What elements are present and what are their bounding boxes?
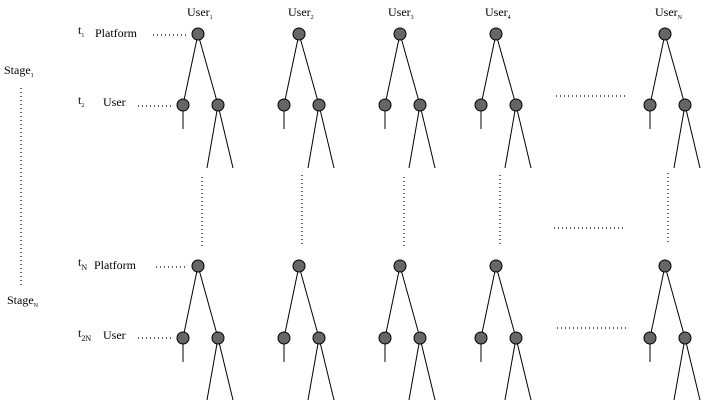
role-label-platform-n: Platform: [94, 258, 137, 272]
tree-s1-u4-user-node-left: [474, 98, 488, 112]
tree-sn-un-edge-left: [649, 265, 666, 339]
role-label-user-n: User: [103, 328, 126, 342]
tree-sn-un-edge-right: [664, 265, 686, 339]
tree-sn-u2-user-node-right: [312, 331, 326, 345]
tree-sn-un-edge-child-right: [684, 337, 701, 401]
tree-sn-un-user-node-left: [643, 331, 657, 345]
tree-s1-u2-user-node-left: [277, 98, 291, 112]
tree-s1-un-user-node-left: [643, 98, 657, 112]
tree-sn-u1-edge-child-left: [206, 337, 219, 401]
tree-s1-u3-user-node-right: [413, 98, 427, 112]
user-header-3: User3: [388, 5, 414, 21]
tree-s1-u3-edge-child-left: [408, 104, 421, 169]
user-header-2: User2: [288, 5, 314, 21]
tree-s1-un-platform-node: [658, 27, 672, 41]
tree-sn-u2-edge-left: [283, 265, 300, 339]
tree-s1-u1-edge-child-left: [206, 104, 219, 169]
tree-sn-u3-edge-child-right: [419, 337, 436, 401]
tree-sn-u2-user-node-left: [277, 331, 291, 345]
tree-sn-u4-platform-node: [489, 259, 503, 273]
tree-s1-un-edge-left: [649, 33, 666, 106]
tree-sn-u3-user-node-right: [413, 331, 427, 345]
time-label-t2: t2: [78, 93, 84, 109]
tree-s1-u3-user-node-left: [378, 98, 392, 112]
tree-sn-un-user-node-right: [678, 331, 692, 345]
tree-s1-u4-edge-child-left: [504, 104, 517, 169]
tree-s1-u3-edge-right: [399, 33, 421, 106]
tree-s1-un-edge-right: [664, 33, 686, 106]
tree-s1-un-edge-child-right: [684, 104, 701, 169]
tree-s1-u4-platform-node: [489, 27, 503, 41]
trees-layer: [176, 27, 701, 401]
tree-s1-un-edge-child-left: [673, 104, 686, 169]
tree-s1-u4-edge-right: [495, 33, 517, 106]
time-label-t2n: t2N: [78, 326, 91, 343]
tree-sn-u4-user-node-left: [474, 331, 488, 345]
tree-sn-u3-user-node-left: [378, 331, 392, 345]
tree-s1-u1-edge-child-right: [217, 104, 234, 169]
role-label-platform-1: Platform: [95, 26, 138, 40]
tree-sn-u1-user-node-right: [211, 331, 225, 345]
tree-sn-u3-edge-right: [399, 265, 421, 339]
tree-sn-u1-edge-right: [197, 265, 219, 339]
tree-sn-u4-edge-child-left: [504, 337, 517, 401]
tree-sn-u3-edge-left: [384, 265, 401, 339]
tree-s1-u1-user-node-left: [176, 98, 190, 112]
tree-sn-un-platform-node: [658, 259, 672, 273]
tree-sn-u4-edge-left: [480, 265, 497, 339]
tree-s1-u4-edge-left: [480, 33, 497, 106]
tree-sn-un-edge-child-left: [673, 337, 686, 401]
tree-sn-u4-edge-child-right: [515, 337, 532, 401]
tree-sn-u2-platform-node: [292, 259, 306, 273]
tree-sn-u1-edge-child-right: [217, 337, 234, 401]
tree-sn-u3-platform-node: [393, 259, 407, 273]
user-header-n: UserN: [655, 5, 683, 21]
user-header-4: User4: [485, 5, 511, 21]
tree-s1-u2-edge-child-right: [318, 104, 335, 169]
tree-s1-u4-edge-child-right: [515, 104, 532, 169]
tree-sn-u2-edge-right: [298, 265, 320, 339]
tree-s1-u2-edge-child-left: [307, 104, 320, 169]
tree-sn-u1-edge-left: [182, 265, 199, 339]
tree-sn-u1-user-node-left: [176, 331, 190, 345]
tree-s1-u2-platform-node: [292, 27, 306, 41]
tree-s1-un-user-node-right: [678, 98, 692, 112]
tree-s1-u3-edge-child-right: [419, 104, 436, 169]
tree-sn-u2-edge-child-left: [307, 337, 320, 401]
tree-s1-u4-user-node-right: [509, 98, 523, 112]
tree-s1-u1-platform-node: [191, 27, 205, 41]
tree-s1-u2-user-node-right: [312, 98, 326, 112]
tree-sn-u4-user-node-right: [509, 331, 523, 345]
stage-label-1: Stage1: [4, 63, 34, 79]
tree-sn-u2-edge-child-right: [318, 337, 335, 401]
role-label-user-1: User: [103, 95, 126, 109]
tree-s1-u2-edge-left: [283, 33, 300, 106]
time-label-tn: tN: [78, 255, 87, 272]
tree-s1-u2-edge-right: [298, 33, 320, 106]
tree-sn-u1-platform-node: [191, 259, 205, 273]
tree-sn-u3-edge-child-left: [408, 337, 421, 401]
user-header-1: User1: [187, 5, 213, 21]
tree-sn-u4-edge-right: [495, 265, 517, 339]
stage-label-n: StageN: [7, 293, 39, 309]
tree-s1-u3-edge-left: [384, 33, 401, 106]
time-label-t1: t1: [78, 23, 84, 39]
tree-s1-u1-edge-right: [197, 33, 219, 106]
tree-s1-u3-platform-node: [393, 27, 407, 41]
tree-s1-u1-edge-left: [182, 33, 199, 106]
tree-s1-u1-user-node-right: [211, 98, 225, 112]
